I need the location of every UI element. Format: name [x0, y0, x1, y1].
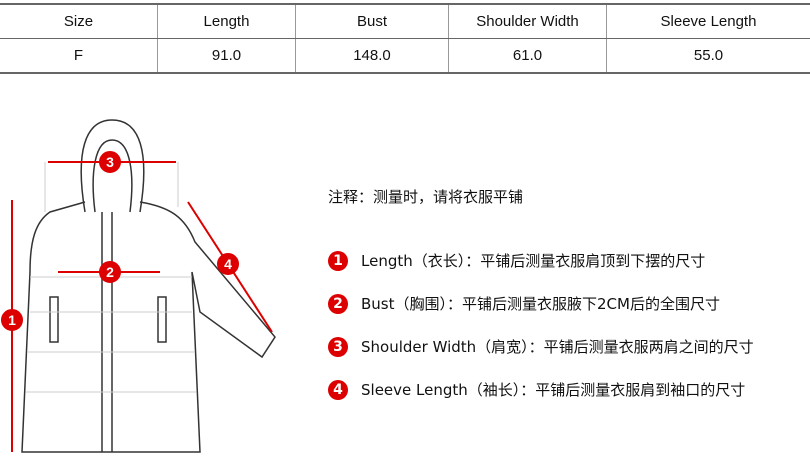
note-sleeve: 4 Sleeve Length（袖长）：平铺后测量衣服肩到袖口的尺寸 — [328, 368, 754, 411]
marker-1-label: 1 — [8, 312, 16, 328]
number-4-icon: 4 — [328, 379, 348, 400]
note-text: Length（衣长）：平铺后测量衣服肩顶到下摆的尺寸 — [361, 252, 706, 270]
number-1-icon: 1 — [328, 250, 348, 271]
note-text: Bust（胸围）：平铺后测量衣服腋下2CM后的全围尺寸 — [361, 295, 720, 313]
header-bust: Bust — [295, 3, 449, 39]
marker-3-label: 3 — [106, 154, 114, 170]
note-shoulder: 3 Shoulder Width（肩宽）：平铺后测量衣服两肩之间的尺寸 — [328, 325, 754, 368]
header-shoulder: Shoulder Width — [448, 3, 607, 39]
number-3-icon: 3 — [328, 336, 348, 357]
cell-bust: 148.0 — [295, 38, 449, 74]
cell-sleeve: 55.0 — [606, 38, 810, 74]
notes-title: 注释：测量时，请将衣服平铺 — [328, 188, 524, 206]
coat-diagram: 1 2 3 4 — [1, 119, 276, 453]
marker-4-icon — [217, 253, 239, 275]
marker-2-icon — [99, 261, 121, 283]
note-length: 1 Length（衣长）：平铺后测量衣服肩顶到下摆的尺寸 — [328, 239, 754, 282]
cell-shoulder: 61.0 — [448, 38, 607, 74]
table-header-row: Size Length Bust Shoulder Width Sleeve L… — [0, 3, 810, 39]
marker-3-icon — [99, 151, 121, 173]
note-text: Sleeve Length（袖长）：平铺后测量衣服肩到袖口的尺寸 — [361, 381, 746, 399]
table-row: F 91.0 148.0 61.0 55.0 — [0, 38, 810, 74]
header-size: Size — [0, 3, 158, 39]
cell-size: F — [0, 38, 158, 74]
note-text: Shoulder Width（肩宽）：平铺后测量衣服两肩之间的尺寸 — [361, 338, 754, 356]
marker-2-label: 2 — [106, 264, 114, 280]
cell-length: 91.0 — [157, 38, 296, 74]
size-table: Size Length Bust Shoulder Width Sleeve L… — [0, 3, 810, 74]
header-length: Length — [157, 3, 296, 39]
marker-4-label: 4 — [224, 256, 232, 272]
marker-1-icon — [1, 309, 23, 331]
note-bust: 2 Bust（胸围）：平铺后测量衣服腋下2CM后的全围尺寸 — [328, 282, 754, 325]
number-2-icon: 2 — [328, 293, 348, 314]
measurement-notes: 注释：测量时，请将衣服平铺 1 Length（衣长）：平铺后测量衣服肩顶到下摆的尺… — [328, 186, 754, 411]
header-sleeve: Sleeve Length — [606, 3, 810, 39]
